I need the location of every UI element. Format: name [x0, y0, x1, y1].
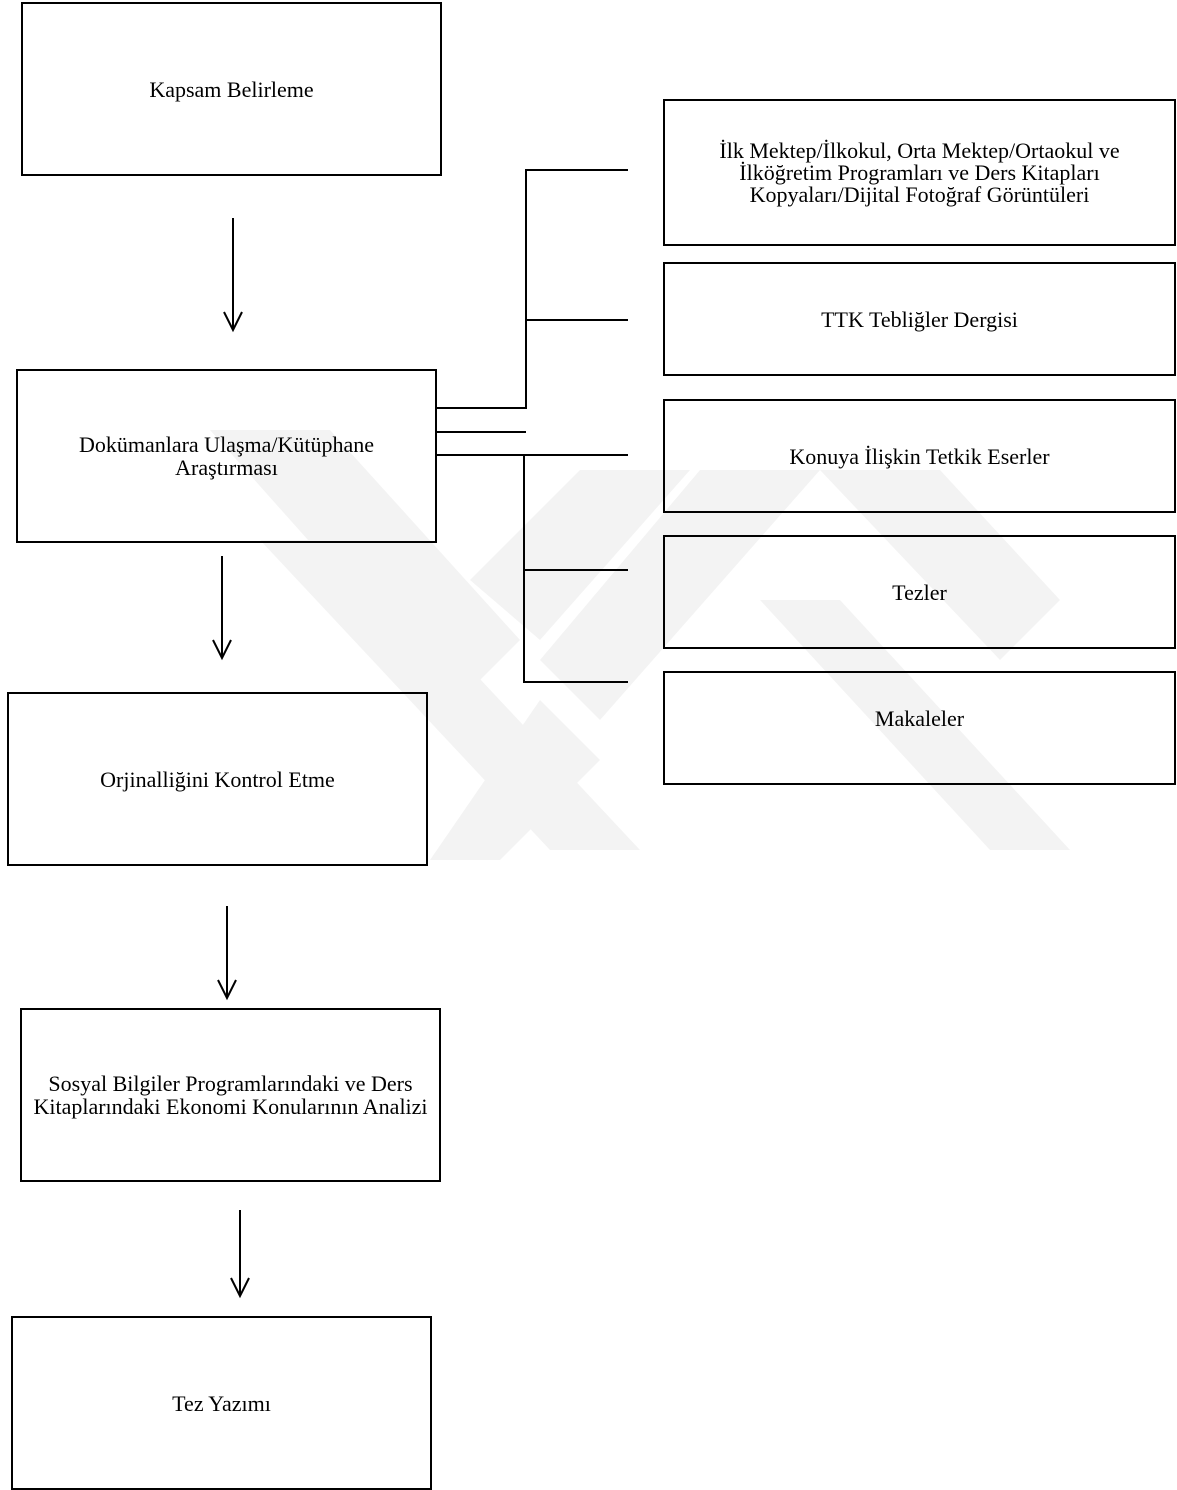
node-label: İlk Mektep/İlkokul, Orta Mektep/Ortaokul… [719, 137, 1120, 207]
node-label: Makaleler [874, 705, 965, 731]
node-label: Dokümanlara Ulaşma/Kütüphane Araştırması [78, 432, 375, 480]
node-tetkik-eserler: Konuya İlişkin Tetkik Eserler [663, 399, 1176, 513]
node-label: Tezler [892, 579, 947, 605]
node-ttk-tebligler: TTK Tebliğler Dergisi [663, 262, 1176, 376]
node-kapsam-belirleme: Kapsam Belirleme [21, 2, 442, 176]
node-label: Tez Yazımı [172, 1390, 271, 1416]
node-label: TTK Tebliğler Dergisi [821, 306, 1018, 332]
node-makaleler: Makaleler [663, 671, 1176, 785]
node-label: Konuya İlişkin Tetkik Eserler [789, 443, 1050, 469]
node-dokumanlara-ulasma: Dokümanlara Ulaşma/Kütüphane Araştırması [16, 369, 437, 543]
node-label: Sosyal Bilgiler Programlarındaki ve Ders… [33, 1071, 428, 1119]
node-label: Orjinalliğini Kontrol Etme [100, 766, 335, 792]
node-programlar-ders-kitaplari: İlk Mektep/İlkokul, Orta Mektep/Ortaokul… [663, 99, 1176, 246]
node-label: Kapsam Belirleme [149, 76, 314, 102]
node-tezler: Tezler [663, 535, 1176, 649]
node-sosyal-bilgiler-analiz: Sosyal Bilgiler Programlarındaki ve Ders… [20, 1008, 441, 1182]
node-tez-yazimi: Tez Yazımı [11, 1316, 432, 1490]
node-orjinallik-kontrol: Orjinalliğini Kontrol Etme [7, 692, 428, 866]
